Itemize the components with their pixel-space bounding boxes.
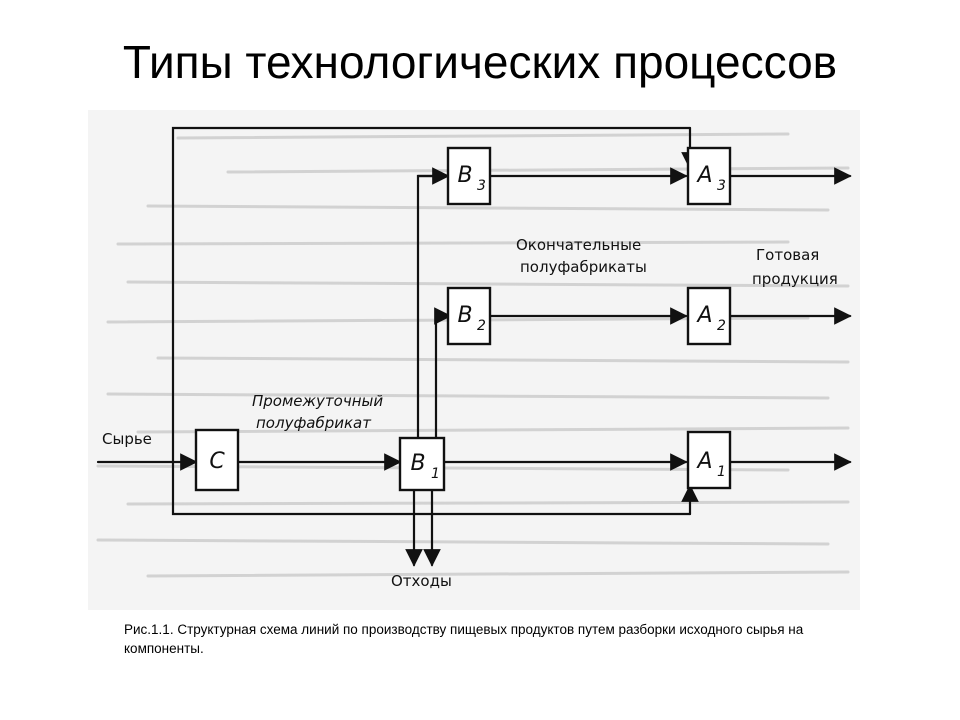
waste-label: Отходы <box>391 572 452 590</box>
raw-material-label: Сырье <box>102 430 152 448</box>
process-diagram-svg: C B 1 B 2 B 3 A 1 A 2 A 3 <box>88 110 860 610</box>
process-diagram: C B 1 B 2 B 3 A 1 A 2 A 3 <box>88 110 860 610</box>
block-a2-letter: A <box>695 303 712 328</box>
block-b2-sub: 2 <box>477 318 486 334</box>
figure-caption: Рис.1.1. Структурная схема линий по прои… <box>124 622 804 656</box>
connection-lines <box>96 126 852 567</box>
block-a3-letter: A <box>695 163 712 188</box>
svg-text:C: C <box>209 449 225 474</box>
block-b3-letter: B <box>457 163 472 188</box>
svg-text:1: 1 <box>431 466 440 482</box>
outer-bottom-line <box>171 460 692 516</box>
block-b1-sub: 1 <box>431 466 440 482</box>
block-b1-letter: B <box>410 451 425 476</box>
block-a2: A 2 <box>686 286 732 346</box>
block-a1: A 1 <box>686 430 732 490</box>
outer-top-line <box>171 126 692 464</box>
svg-text:B: B <box>457 303 472 328</box>
final-label-line1: Окончательные <box>516 236 641 254</box>
svg-text:1: 1 <box>717 464 726 480</box>
slide-title: Типы технологических процессов <box>122 36 838 88</box>
svg-text:2: 2 <box>477 318 486 334</box>
svg-text:A: A <box>695 449 712 474</box>
product-label-line2: продукция <box>752 270 838 288</box>
block-a1-letter: A <box>695 449 712 474</box>
svg-text:A: A <box>695 303 712 328</box>
product-label-line1: Готовая <box>756 246 819 264</box>
block-b3: B 3 <box>446 146 492 206</box>
block-b2-letter: B <box>457 303 472 328</box>
block-b1: B 1 <box>398 436 446 492</box>
final-label-line2: полуфабрикаты <box>520 258 647 276</box>
block-c-letter: C <box>209 449 225 474</box>
block-a2-sub: 2 <box>717 318 726 334</box>
block-b2: B 2 <box>446 286 492 346</box>
svg-text:3: 3 <box>717 178 726 194</box>
svg-text:2: 2 <box>717 318 726 334</box>
block-a3-sub: 3 <box>717 178 726 194</box>
svg-text:A: A <box>695 163 712 188</box>
intermediate-label-line1: Промежуточный <box>252 392 383 410</box>
svg-text:B: B <box>410 451 425 476</box>
block-c: C <box>194 428 240 492</box>
block-a3: A 3 <box>686 146 732 206</box>
intermediate-label-line2: полуфабрикат <box>256 414 372 432</box>
block-b3-sub: 3 <box>477 178 486 194</box>
svg-text:3: 3 <box>477 178 486 194</box>
block-a1-sub: 1 <box>717 464 726 480</box>
svg-text:B: B <box>457 163 472 188</box>
